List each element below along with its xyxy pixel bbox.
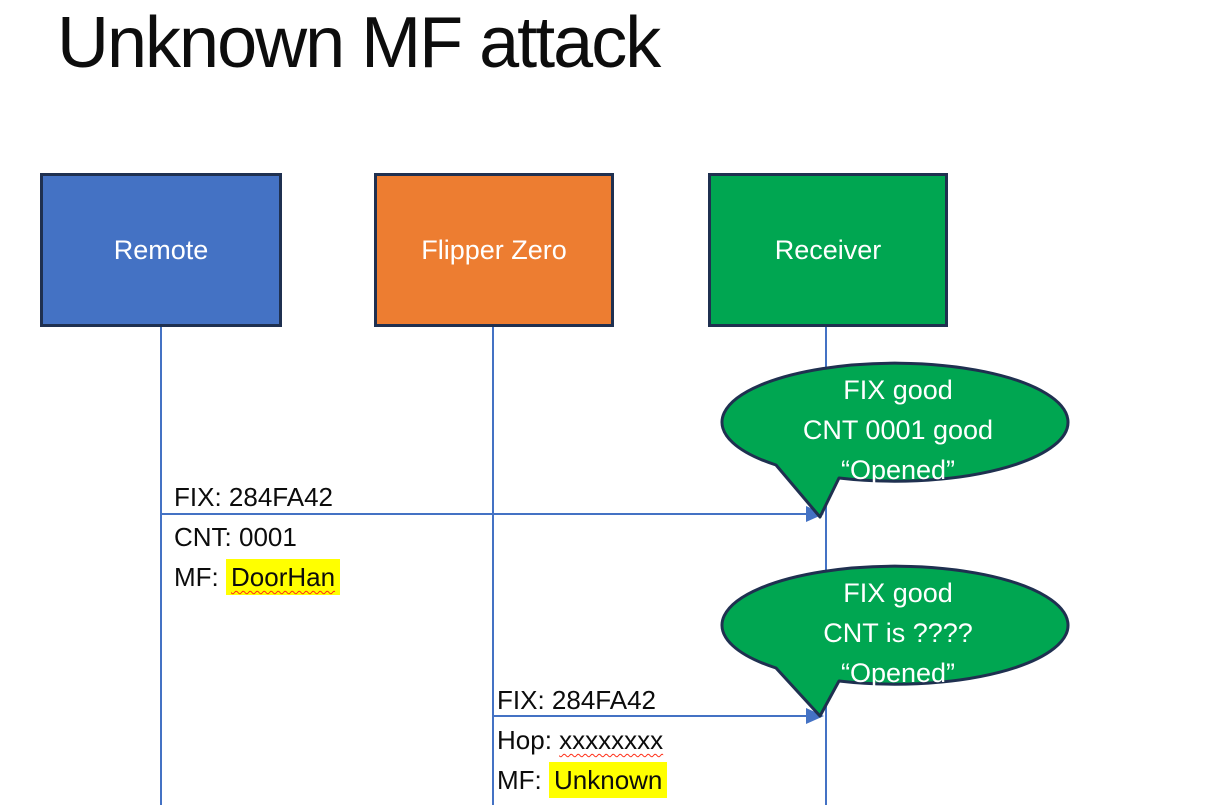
- highlighted-unknown: Unknown: [549, 762, 668, 798]
- wavy-hop-value: xxxxxxxx: [559, 725, 664, 755]
- lifeline-remote: [160, 327, 162, 805]
- actor-label-flipper-zero: Flipper Zero: [421, 234, 567, 265]
- message-2-line-mf: MF: Unknown: [497, 760, 668, 800]
- message-1-line-fix: FIX: 284FA42: [174, 482, 333, 512]
- actor-box-remote: Remote: [40, 173, 282, 327]
- lifeline-flipper-zero: [492, 327, 494, 805]
- actor-label-remote: Remote: [113, 234, 209, 265]
- actor-box-flipper-zero: Flipper Zero: [374, 173, 614, 327]
- message-1-arrow-line: [160, 513, 808, 515]
- message-1-text: FIX: 284FA42 CNT: 0001 MF: DoorHan: [174, 477, 341, 597]
- message-1-line-mf: MF: DoorHan: [174, 557, 341, 597]
- lifeline-receiver: [825, 327, 827, 805]
- message-2-line-hop: Hop: xxxxxxxx: [497, 725, 664, 755]
- speech-bubble-2-text: FIX good CNT is ???? “Opened”: [823, 578, 973, 688]
- message-2-text: FIX: 284FA42 Hop: xxxxxxxx MF: Unknown: [497, 680, 668, 800]
- speech-bubble-2: [720, 564, 1070, 718]
- message-2-line-fix: FIX: 284FA42: [497, 685, 656, 715]
- actor-box-receiver: Receiver: [708, 173, 948, 327]
- page-title: Unknown MF attack: [57, 3, 661, 83]
- highlighted-doorhan: DoorHan: [226, 559, 341, 595]
- speech-bubble-1: [720, 361, 1070, 519]
- actor-label-receiver: Receiver: [774, 234, 882, 265]
- message-2-arrow-line: [492, 715, 808, 717]
- speech-bubble-1-text: FIX good CNT 0001 good “Opened”: [802, 375, 994, 485]
- message-1-line-cnt: CNT: 0001: [174, 522, 297, 552]
